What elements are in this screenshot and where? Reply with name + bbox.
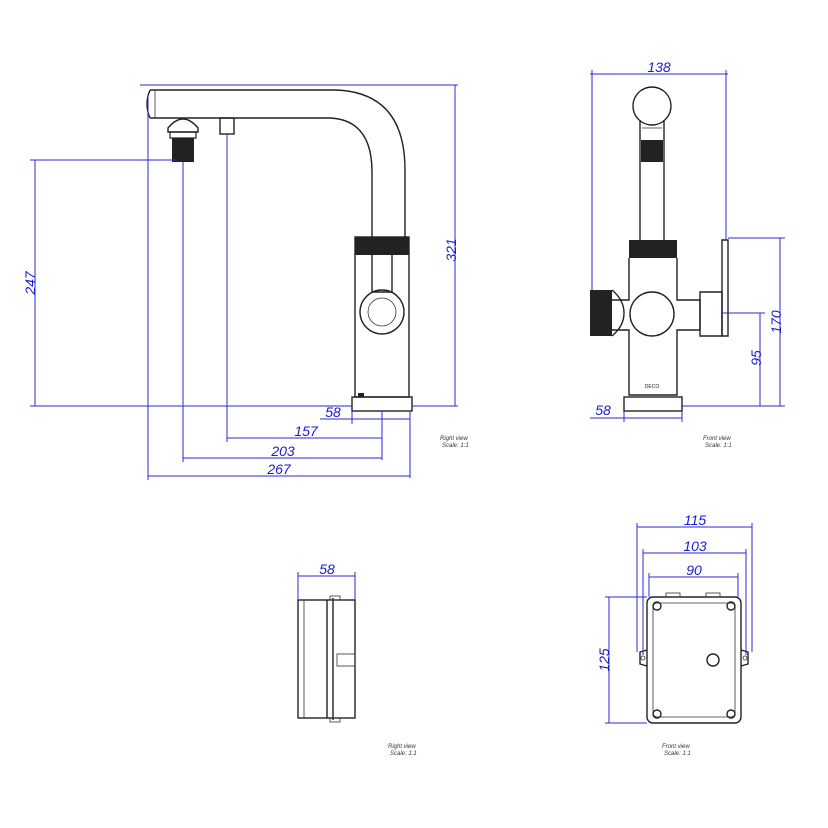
aerator	[172, 138, 194, 162]
box-front	[646, 596, 742, 724]
aerator-front	[641, 140, 663, 162]
dim-247: 247	[22, 270, 38, 296]
dim-58-right: 58	[325, 404, 341, 420]
dim-125: 125	[596, 648, 612, 672]
caption-right-view-1: Right view Scale: 1:1	[440, 436, 469, 449]
svg-text:Front view: Front view	[662, 744, 690, 750]
spout-outer	[150, 89, 406, 237]
dim-103: 103	[683, 538, 707, 554]
cable-hole	[706, 653, 720, 667]
side-handle	[590, 290, 612, 336]
svg-text:Front view: Front view	[703, 436, 731, 442]
svg-text:Right view: Right view	[440, 436, 468, 442]
caption-right-view-2: Right view Scale: 1:1	[388, 744, 417, 757]
spout-inner	[150, 117, 373, 237]
body-ring	[355, 237, 409, 255]
base-front	[623, 396, 683, 412]
dim-170: 170	[768, 310, 784, 334]
right-view-box-dimensions: 58	[297, 561, 356, 600]
logo: DECO	[645, 384, 660, 390]
dim-58-front: 58	[595, 402, 611, 418]
right-view-box	[297, 595, 356, 723]
spout-tip	[146, 89, 151, 119]
caption-front-view-1: Front view Scale: 1:1	[703, 436, 732, 449]
front-view-box	[639, 592, 749, 724]
aerator-cap	[167, 118, 199, 133]
lever-front	[699, 291, 723, 337]
body-front	[610, 258, 701, 396]
dim-321: 321	[443, 238, 459, 261]
front-view-dimensions: 138 170 95 58	[590, 59, 785, 422]
svg-text:Scale: 1:1: Scale: 1:1	[442, 443, 469, 449]
svg-text:Scale: 1:1: Scale: 1:1	[705, 443, 732, 449]
front-view-box-dimensions: 115 103 90 125	[596, 512, 753, 724]
caption-front-view-2: Front view Scale: 1:1	[662, 744, 691, 757]
dim-203: 203	[270, 443, 295, 459]
dim-115: 115	[684, 512, 707, 528]
body-ring-front	[629, 240, 677, 258]
front-view-faucet: DECO	[590, 86, 729, 412]
dim-138: 138	[647, 59, 671, 75]
dim-157: 157	[294, 423, 319, 439]
svg-text:Scale: 1:1: Scale: 1:1	[664, 751, 691, 757]
svg-text:Right view: Right view	[388, 744, 416, 750]
svg-text:Scale: 1:1: Scale: 1:1	[390, 751, 417, 757]
right-view-faucet	[146, 89, 413, 412]
mount-tab-right	[740, 649, 749, 667]
spout-front	[632, 86, 672, 126]
handle-knob	[359, 289, 405, 335]
faucet-body	[354, 236, 410, 398]
dim-95: 95	[748, 350, 764, 366]
dim-267: 267	[266, 461, 292, 477]
right-view-dimensions: 321 247 58 157 203 267	[22, 84, 459, 480]
dim-90: 90	[686, 562, 702, 578]
base	[351, 396, 413, 412]
dim-58-box: 58	[319, 561, 335, 577]
side-outlet	[219, 117, 235, 135]
